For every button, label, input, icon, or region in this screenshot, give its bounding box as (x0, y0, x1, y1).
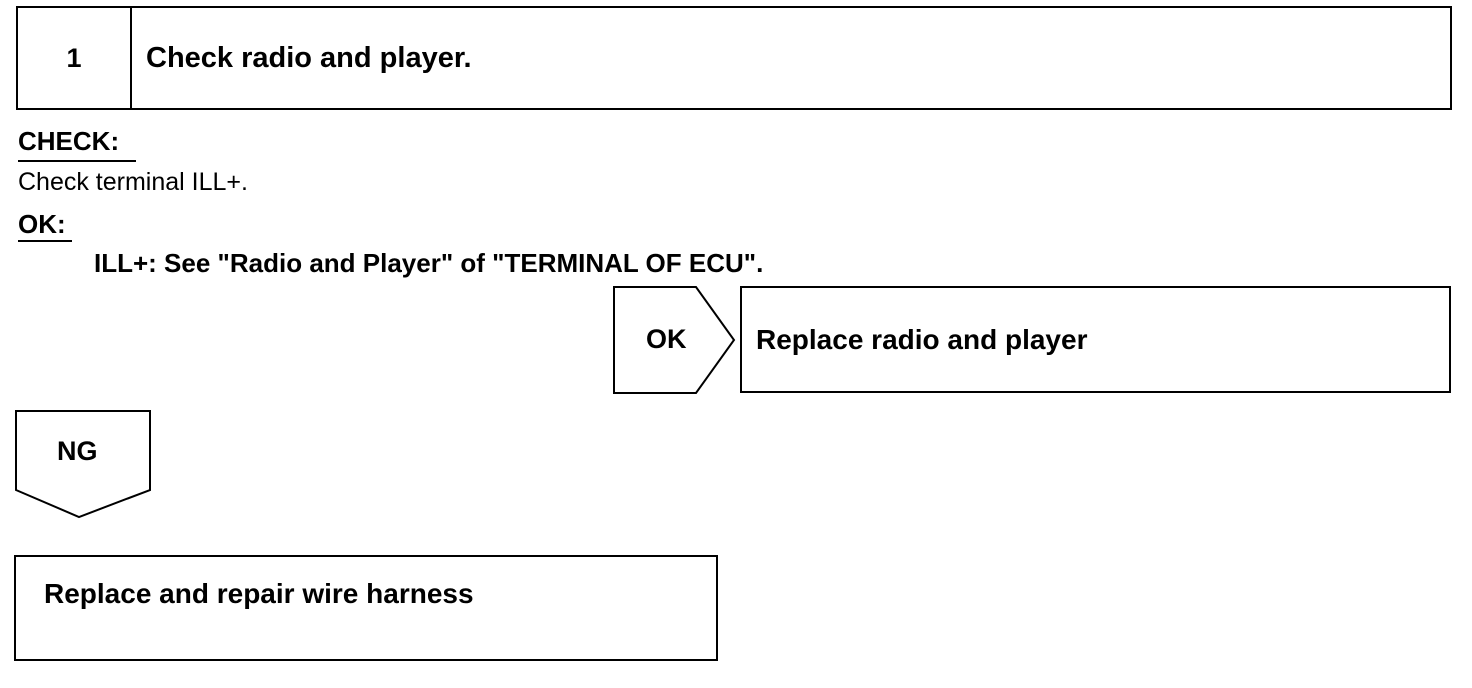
check-label: CHECK: (18, 126, 120, 156)
ok-spec-text: ILL+: See "Radio and Player" of "TERMINA… (94, 248, 764, 278)
ng-action-box (14, 555, 718, 661)
check-text: Check terminal ILL+. (18, 168, 248, 196)
ok-action-text: Replace radio and player (756, 324, 1088, 355)
ok-branch-label: OK (646, 324, 687, 354)
check-label-underline (18, 160, 136, 162)
step-header: 1 Check radio and player. (16, 6, 1452, 110)
ng-action-text: Replace and repair wire harness (44, 578, 474, 609)
step-title: Check radio and player. (146, 41, 472, 74)
ok-label-underline (18, 240, 72, 242)
ok-action-box (740, 286, 1451, 393)
step-number: 1 (18, 8, 132, 108)
ng-branch-label: NG (57, 436, 98, 466)
ok-label: OK: (18, 209, 66, 239)
ok-arrow-shape (613, 286, 736, 394)
ng-arrow-shape (15, 410, 151, 519)
